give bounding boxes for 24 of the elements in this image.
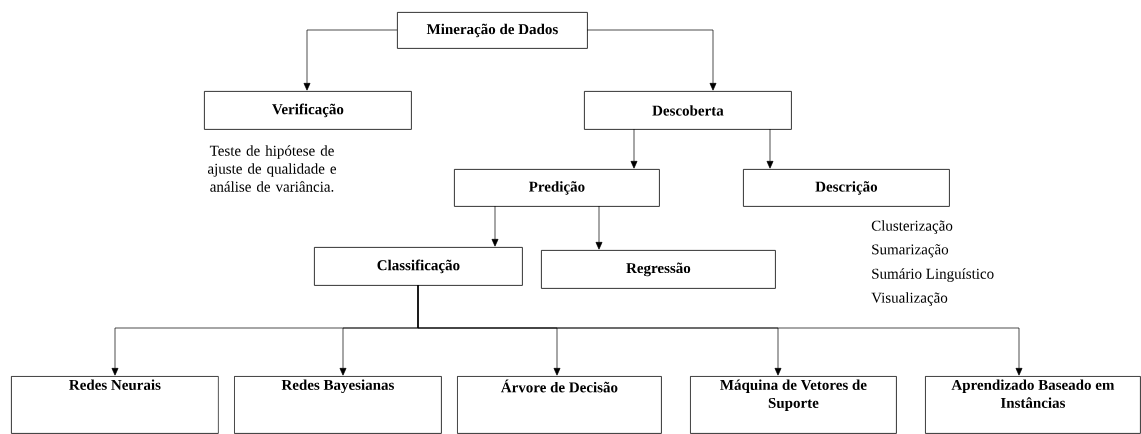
process-box: Verificação xyxy=(204,91,412,130)
list-item: Sumário Linguístico xyxy=(872,268,994,282)
process-box: Descoberta xyxy=(584,91,792,130)
arrow xyxy=(595,205,603,250)
process-box: Descrição xyxy=(743,169,950,207)
process-box: Redes Bayesianas xyxy=(234,376,442,434)
list-item: Visualização xyxy=(871,292,948,306)
arrow xyxy=(491,205,499,247)
arrow xyxy=(630,128,638,169)
arrow xyxy=(586,29,717,91)
description-text: Teste de hipótese de ajuste de qualidade e análise de variância. xyxy=(208,145,337,192)
process-box: Predição xyxy=(454,169,660,207)
list-item: Sumarização xyxy=(872,244,949,258)
list-item: Clusterização xyxy=(871,220,953,234)
process-box: Máquina de Vetores de Suporte xyxy=(690,376,897,434)
arrow xyxy=(766,128,774,169)
arrow xyxy=(303,29,398,91)
arrow xyxy=(417,284,1023,376)
process-box: Aprendizado Baseado em Instâncias xyxy=(925,376,1141,434)
process-box: Regressão xyxy=(541,250,776,289)
process-box: Árvore de Decisão xyxy=(457,376,662,434)
process-box: Redes Neurais xyxy=(11,376,219,434)
process-box: Classificação xyxy=(314,247,523,286)
process-box: Mineração de Dados xyxy=(397,12,588,49)
